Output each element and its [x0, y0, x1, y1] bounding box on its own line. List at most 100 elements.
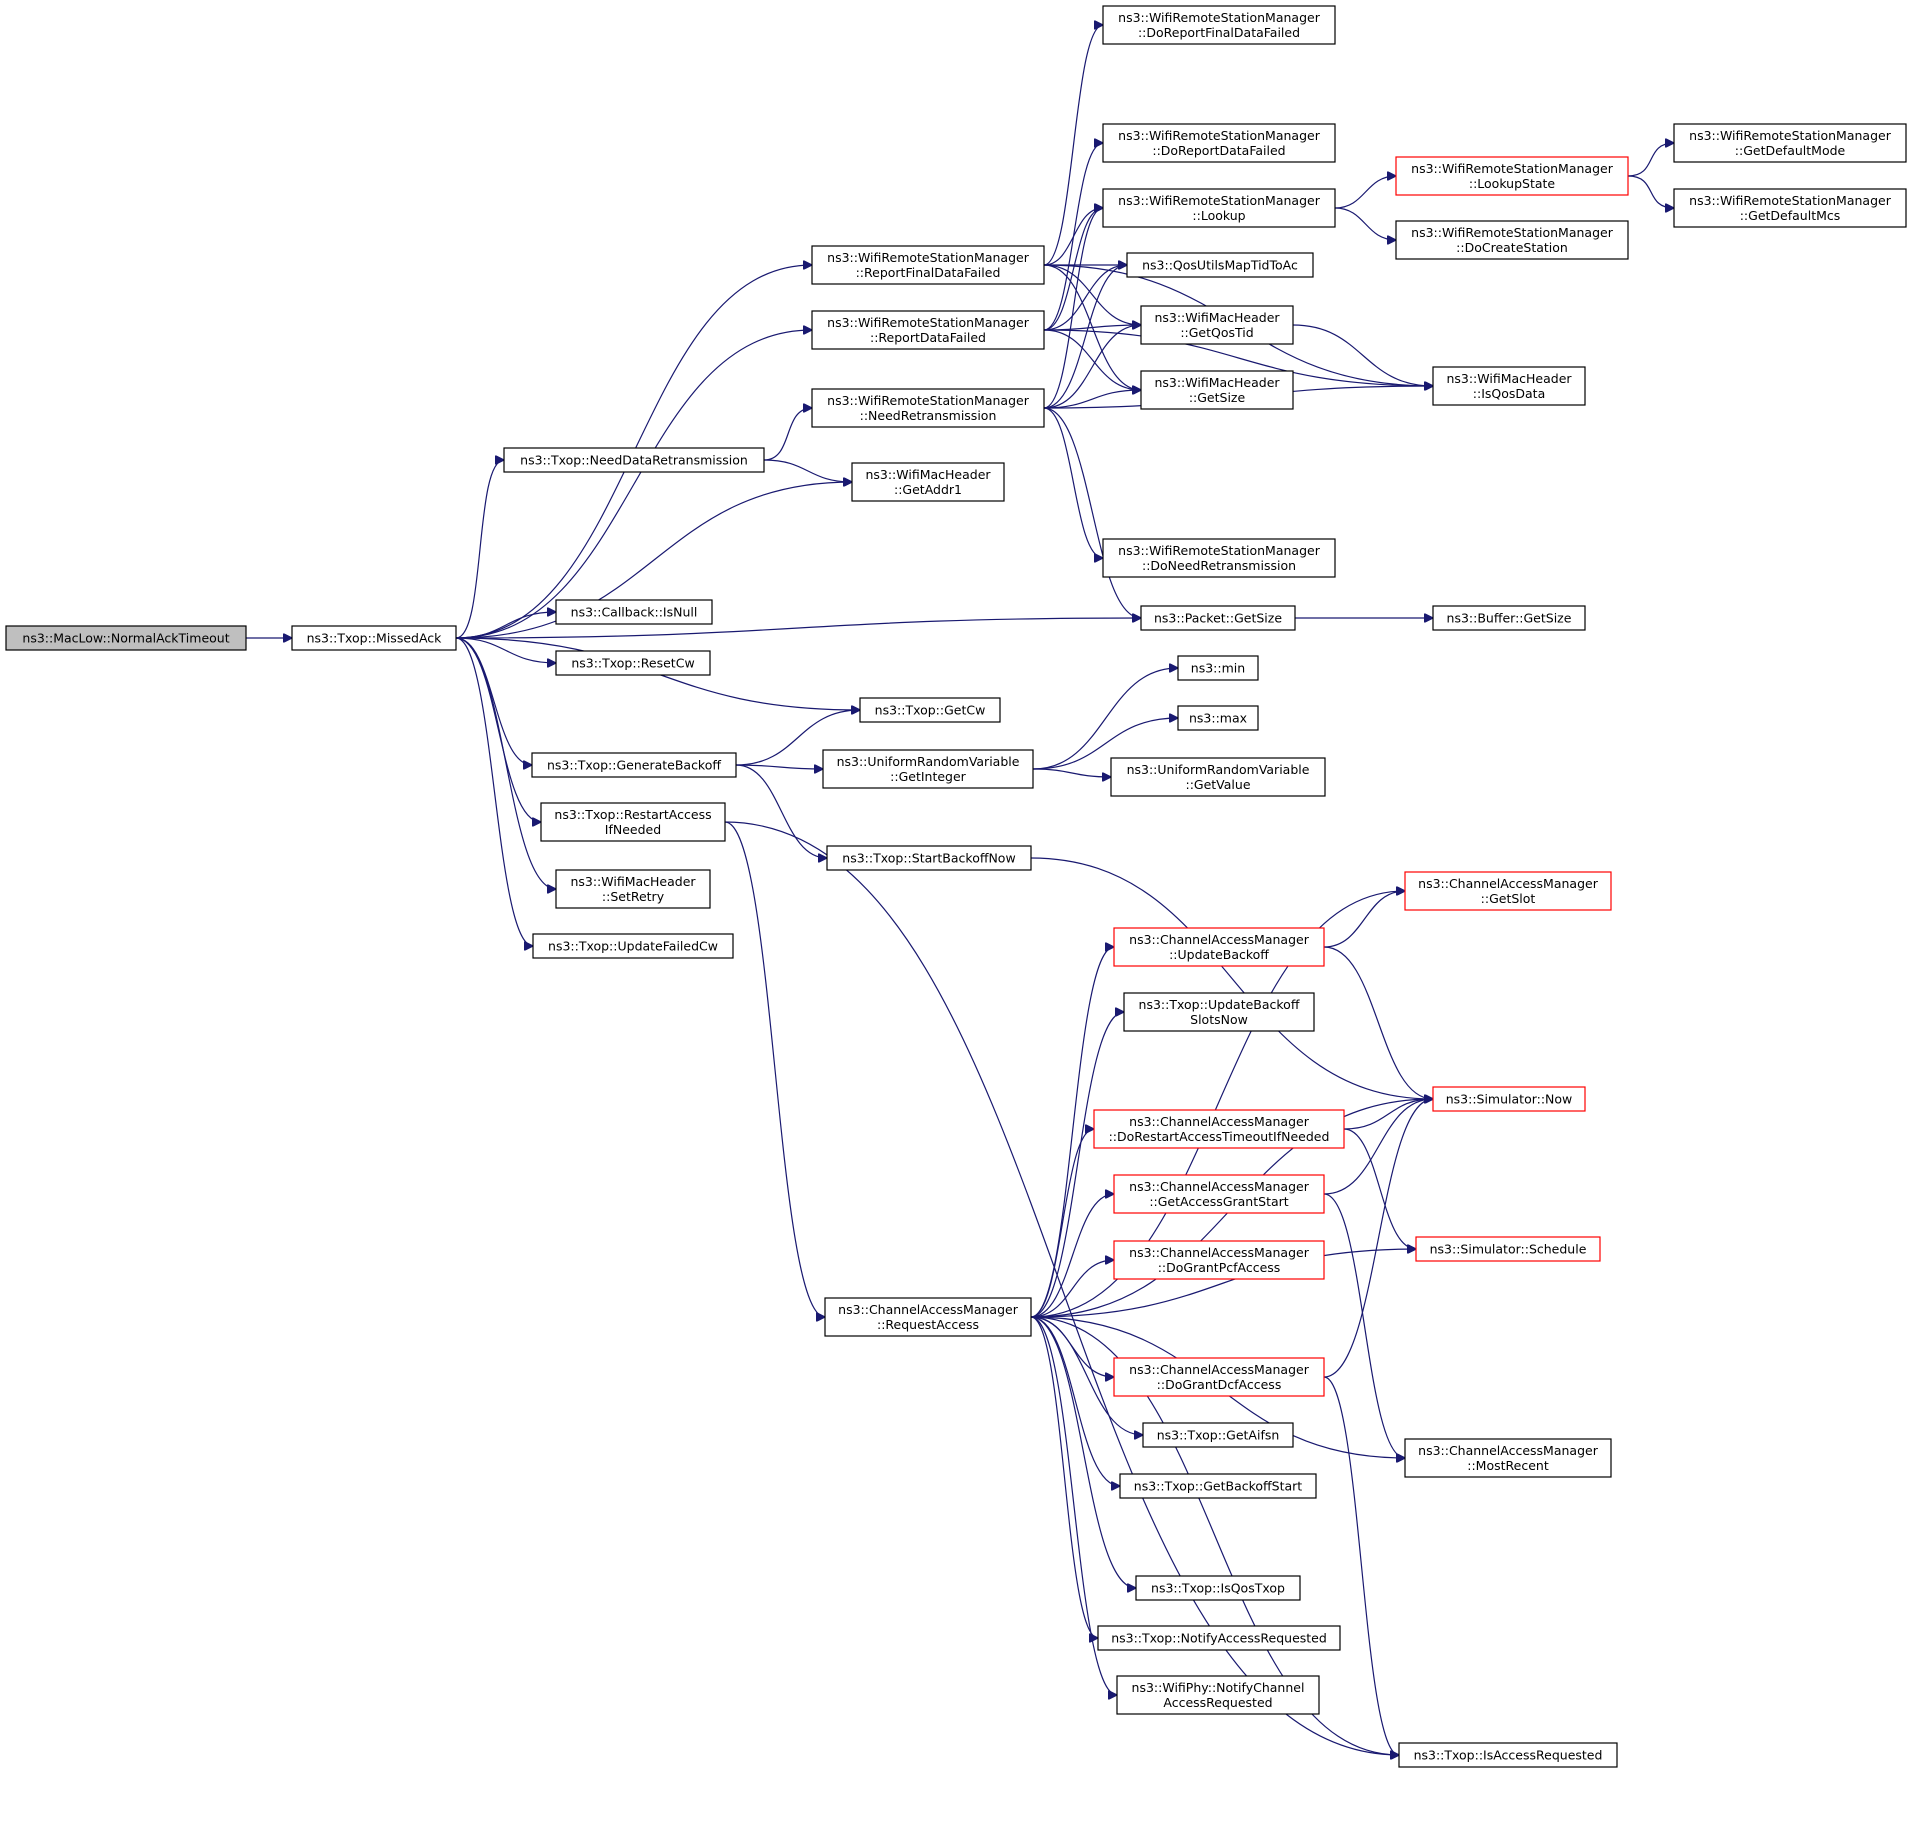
node-isqosdata[interactable]: ns3::WifiMacHeader::IsQosData	[1432, 366, 1586, 406]
edge-getaccessgrantstart-to-simnow	[1323, 1099, 1433, 1195]
node-getbackoffstart[interactable]: ns3::Txop::GetBackoffStart	[1119, 1473, 1317, 1499]
node-getdefaultmcs[interactable]: ns3::WifiRemoteStationManager::GetDefaul…	[1673, 188, 1907, 228]
node-generatebackoff[interactable]: ns3::Txop::GenerateBackoff	[531, 752, 737, 778]
edge-missedack-to-resetcw	[455, 637, 556, 663]
node-label-lookupstate-0: ns3::WifiRemoteStationManager	[1411, 161, 1614, 176]
node-needretransmission[interactable]: ns3::WifiRemoteStationManager::NeedRetra…	[811, 388, 1045, 428]
node-isnull[interactable]: ns3::Callback::IsNull	[555, 599, 713, 625]
node-box-phynotify	[1116, 1675, 1320, 1715]
node-packetgetsize[interactable]: ns3::Packet::GetSize	[1140, 605, 1296, 631]
node-label-updatebackoffslotsnow-1: SlotsNow	[1190, 1012, 1248, 1027]
node-reportdatafailed[interactable]: ns3::WifiRemoteStationManager::ReportDat…	[811, 310, 1045, 350]
node-mostrecent[interactable]: ns3::ChannelAccessManager::MostRecent	[1404, 1438, 1612, 1478]
node-getdefaultmode[interactable]: ns3::WifiRemoteStationManager::GetDefaul…	[1673, 123, 1907, 163]
node-box-setretry	[555, 869, 711, 909]
node-getinteger[interactable]: ns3::UniformRandomVariable::GetInteger	[822, 749, 1034, 789]
node-dorestartaccess[interactable]: ns3::ChannelAccessManager::DoRestartAcce…	[1093, 1109, 1345, 1149]
node-resetcw[interactable]: ns3::Txop::ResetCw	[555, 650, 711, 676]
node-schedule[interactable]: ns3::Simulator::Schedule	[1415, 1236, 1601, 1262]
node-label-updatebackoff-1: ::UpdateBackoff	[1169, 947, 1269, 962]
node-label-getdefaultmode-0: ns3::WifiRemoteStationManager	[1689, 128, 1892, 143]
node-box-updatebackoff	[1113, 927, 1325, 967]
node-label-lookup-1: ::Lookup	[1192, 208, 1245, 223]
node-label-schedule-0: ns3::Simulator::Schedule	[1430, 1242, 1587, 1257]
edge-needretransmission-to-qosutils	[1043, 265, 1127, 409]
node-getaccessgrantstart[interactable]: ns3::ChannelAccessManager::GetAccessGran…	[1113, 1174, 1325, 1214]
node-getaifsn[interactable]: ns3::Txop::GetAifsn	[1142, 1422, 1294, 1448]
node-label-isqostxop-0: ns3::Txop::IsQosTxop	[1151, 1581, 1285, 1596]
node-getvalue[interactable]: ns3::UniformRandomVariable::GetValue	[1110, 757, 1326, 797]
node-isaccessrequested[interactable]: ns3::Txop::IsAccessRequested	[1398, 1742, 1618, 1768]
node-box-getaddr1	[851, 462, 1005, 502]
node-label-needretransmission-1: ::NeedRetransmission	[860, 408, 997, 423]
node-reportfinaldatafailed[interactable]: ns3::WifiRemoteStationManager::ReportFin…	[811, 245, 1045, 285]
node-bufferget[interactable]: ns3::Buffer::GetSize	[1432, 605, 1586, 631]
node-needdataretransmission[interactable]: ns3::Txop::NeedDataRetransmission	[503, 447, 765, 473]
node-box-getvalue	[1110, 757, 1326, 797]
edge-dorestartaccess-to-schedule	[1343, 1128, 1416, 1249]
node-label-getvalue-1: ::GetValue	[1185, 777, 1250, 792]
node-getqostid[interactable]: ns3::WifiMacHeader::GetQosTid	[1140, 305, 1294, 345]
node-qosutils[interactable]: ns3::QosUtilsMapTidToAc	[1126, 252, 1314, 278]
node-docreatestation[interactable]: ns3::WifiRemoteStationManager::DoCreateS…	[1395, 220, 1629, 260]
edge-requestaccess-to-isqostxop	[1030, 1316, 1136, 1588]
node-lookupstate[interactable]: ns3::WifiRemoteStationManager::LookupSta…	[1395, 156, 1629, 196]
node-lookup[interactable]: ns3::WifiRemoteStationManager::Lookup	[1102, 188, 1336, 228]
node-label-updatebackoff-0: ns3::ChannelAccessManager	[1129, 932, 1310, 947]
node-doreportfinaldatafailed[interactable]: ns3::WifiRemoteStationManager::DoReportF…	[1102, 5, 1336, 45]
node-notifyaccessrequested[interactable]: ns3::Txop::NotifyAccessRequested	[1097, 1625, 1341, 1651]
node-label-getinteger-0: ns3::UniformRandomVariable	[837, 754, 1020, 769]
node-label-phynotify-1: AccessRequested	[1163, 1695, 1272, 1710]
edge-generatebackoff-to-getinteger	[735, 764, 823, 769]
node-hdrgetsize[interactable]: ns3::WifiMacHeader::GetSize	[1140, 370, 1294, 410]
node-box-startbackoffnow	[826, 845, 1032, 871]
node-label-dograntdcfaccess-0: ns3::ChannelAccessManager	[1129, 1362, 1310, 1377]
node-box-reportdatafailed	[811, 310, 1045, 350]
node-label-doneedretransmission-0: ns3::WifiRemoteStationManager	[1118, 543, 1321, 558]
node-dograntpcfaccess[interactable]: ns3::ChannelAccessManager::DoGrantPcfAcc…	[1113, 1240, 1325, 1280]
node-max[interactable]: ns3::max	[1177, 705, 1259, 731]
node-label-updatebackoffslotsnow-0: ns3::Txop::UpdateBackoff	[1139, 997, 1300, 1012]
node-normalacktimeout[interactable]: ns3::MacLow::NormalAckTimeout	[5, 625, 247, 651]
node-getaddr1[interactable]: ns3::WifiMacHeader::GetAddr1	[851, 462, 1005, 502]
node-dograntdcfaccess[interactable]: ns3::ChannelAccessManager::DoGrantDcfAcc…	[1113, 1357, 1325, 1397]
edge-needdataretransmission-to-needretransmission	[763, 408, 812, 461]
node-simnow[interactable]: ns3::Simulator::Now	[1432, 1086, 1586, 1112]
node-label-getslot-0: ns3::ChannelAccessManager	[1418, 876, 1599, 891]
edge-dograntdcfaccess-to-simnow	[1323, 1099, 1433, 1378]
edge-missedack-to-setretry	[455, 637, 556, 889]
node-missedack[interactable]: ns3::Txop::MissedAck	[291, 625, 457, 651]
node-label-dorestartaccess-1: ::DoRestartAccessTimeoutIfNeeded	[1109, 1129, 1330, 1144]
node-box-reportfinaldatafailed	[811, 245, 1045, 285]
node-label-getcw-0: ns3::Txop::GetCw	[875, 703, 986, 718]
edge-dorestartaccess-to-simnow	[1343, 1099, 1433, 1130]
edge-needretransmission-to-packetgetsize	[1043, 407, 1141, 618]
edge-needdataretransmission-to-getaddr1	[763, 459, 852, 482]
node-getslot[interactable]: ns3::ChannelAccessManager::GetSlot	[1404, 871, 1612, 911]
node-box-updatebackoffslotsnow	[1123, 992, 1315, 1032]
node-updatefailedcw[interactable]: ns3::Txop::UpdateFailedCw	[532, 933, 734, 959]
node-getcw[interactable]: ns3::Txop::GetCw	[859, 697, 1001, 723]
node-min[interactable]: ns3::min	[1177, 655, 1259, 681]
node-box-normalacktimeout	[5, 625, 247, 651]
node-box-isaccessrequested	[1398, 1742, 1618, 1768]
node-label-getqostid-0: ns3::WifiMacHeader	[1154, 310, 1280, 325]
edge-reportdatafailed-to-lookup	[1043, 208, 1103, 331]
edge-missedack-to-reportdatafailed	[455, 330, 812, 639]
node-box-mostrecent	[1404, 1438, 1612, 1478]
node-setretry[interactable]: ns3::WifiMacHeader::SetRetry	[555, 869, 711, 909]
node-startbackoffnow[interactable]: ns3::Txop::StartBackoffNow	[826, 845, 1032, 871]
node-doreportdatafailed[interactable]: ns3::WifiRemoteStationManager::DoReportD…	[1102, 123, 1336, 163]
node-isqostxop[interactable]: ns3::Txop::IsQosTxop	[1135, 1575, 1301, 1601]
node-phynotify[interactable]: ns3::WifiPhy::NotifyChannelAccessRequest…	[1116, 1675, 1320, 1715]
node-box-doreportfinaldatafailed	[1102, 5, 1336, 45]
node-label-resetcw-0: ns3::Txop::ResetCw	[571, 656, 694, 671]
node-requestaccess[interactable]: ns3::ChannelAccessManager::RequestAccess	[824, 1297, 1032, 1337]
node-doneedretransmission[interactable]: ns3::WifiRemoteStationManager::DoNeedRet…	[1102, 538, 1336, 578]
edges-layer	[245, 25, 1674, 1755]
node-box-dorestartaccess	[1093, 1109, 1345, 1149]
node-updatebackoff[interactable]: ns3::ChannelAccessManager::UpdateBackoff	[1113, 927, 1325, 967]
node-label-reportfinaldatafailed-0: ns3::WifiRemoteStationManager	[827, 250, 1030, 265]
